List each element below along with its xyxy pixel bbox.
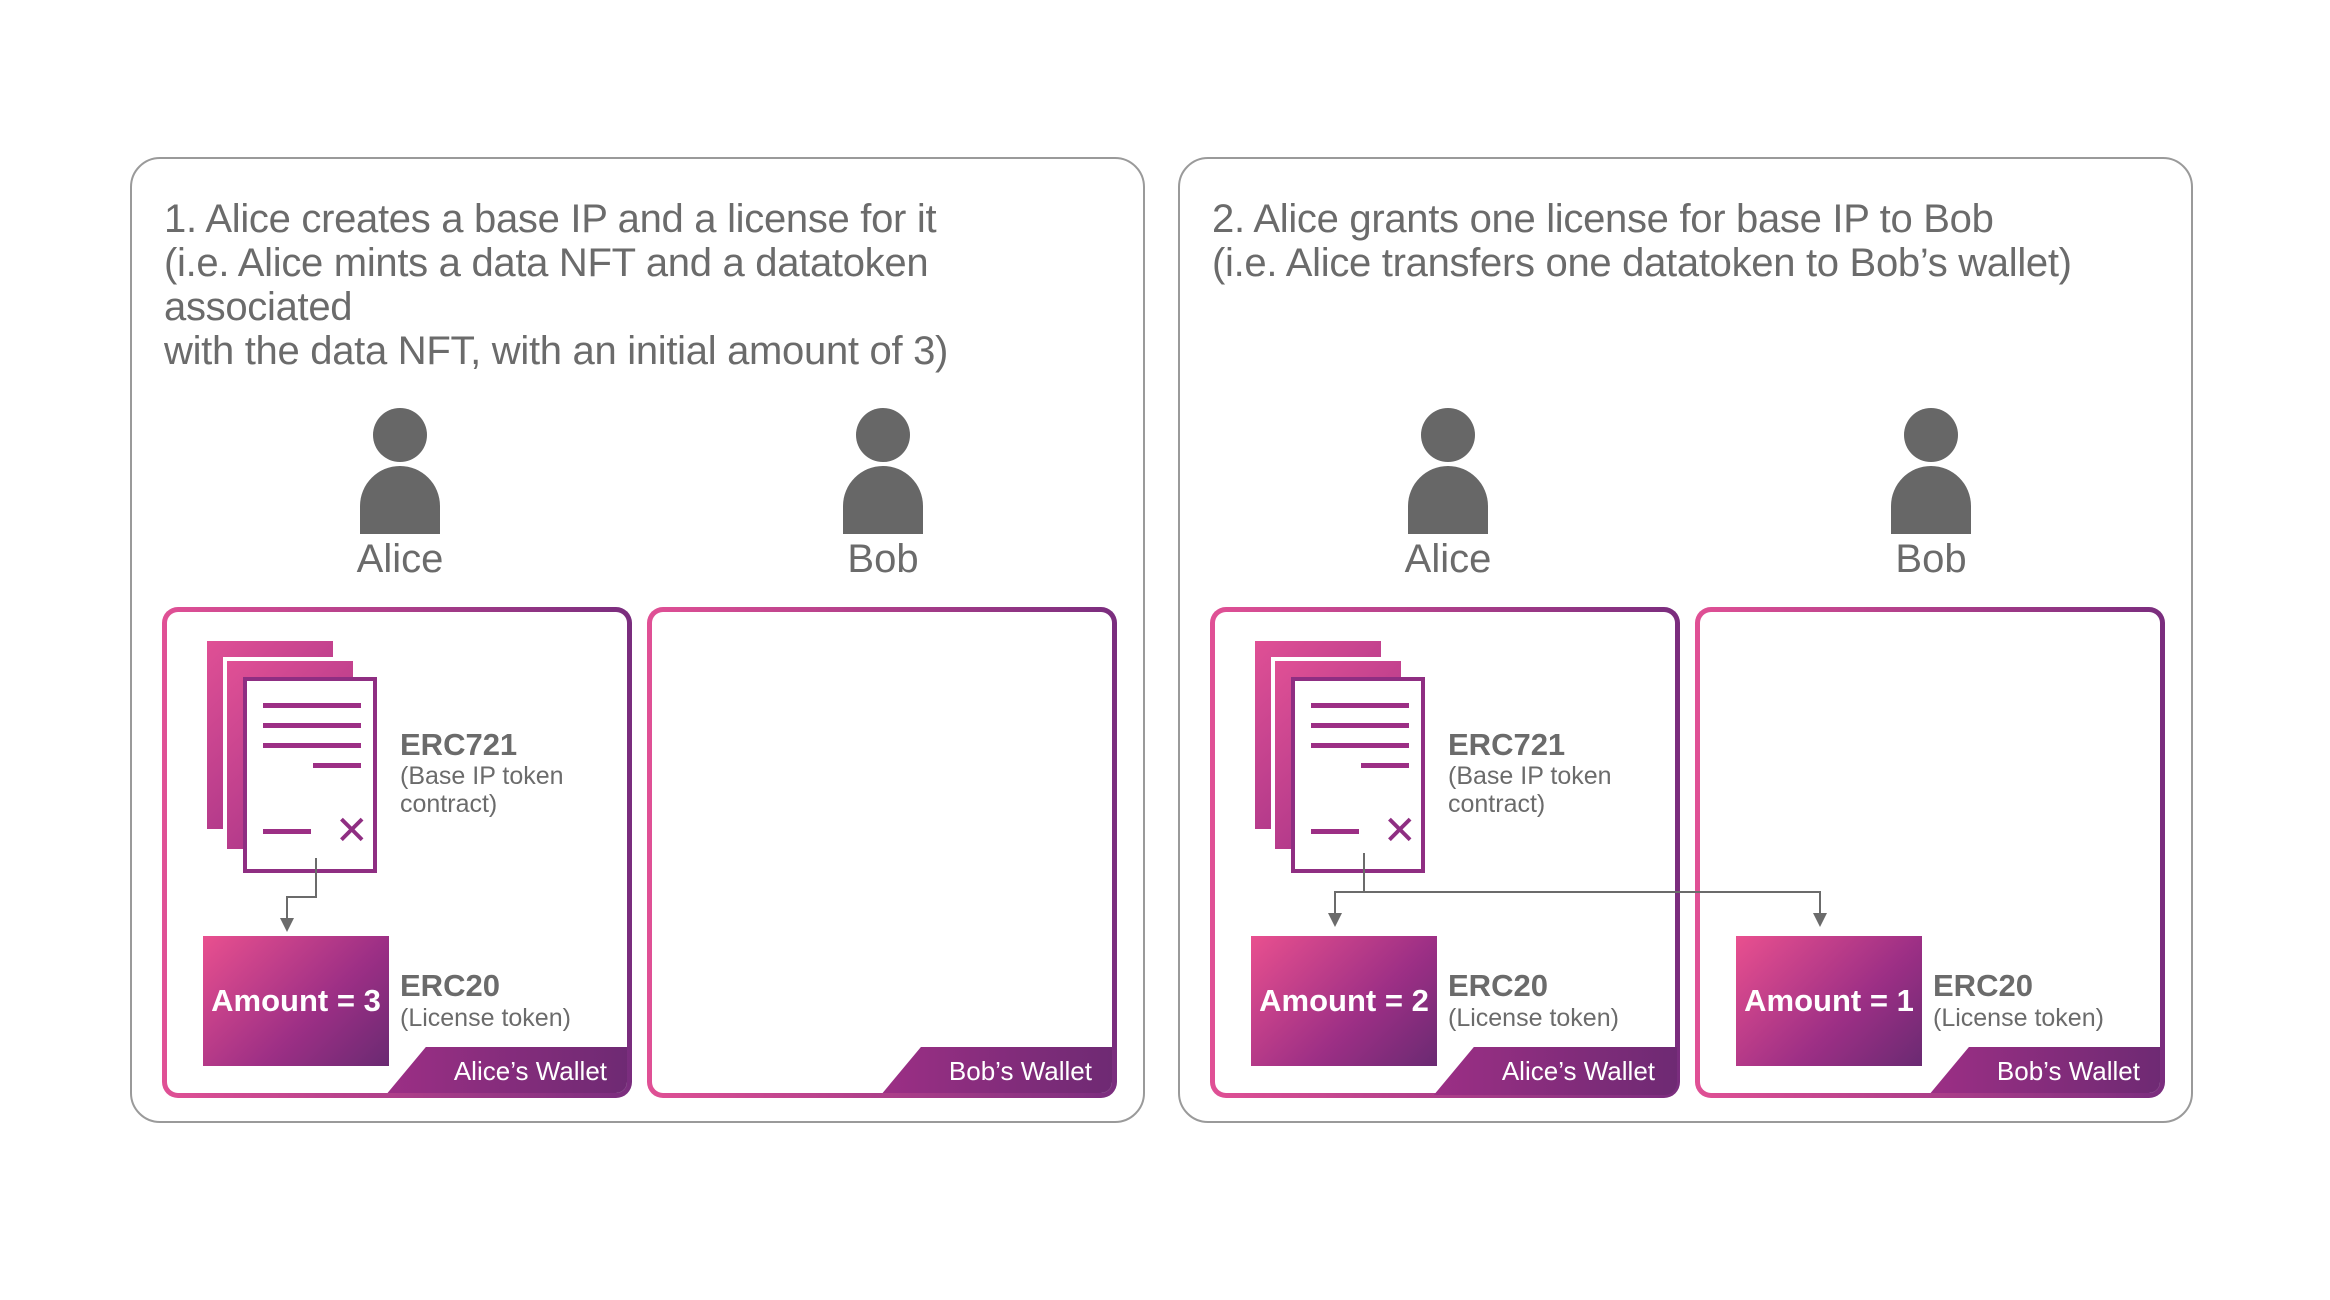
alice-name: Alice: [1404, 537, 1492, 581]
erc20-label: ERC20: [1933, 968, 2033, 1003]
erc20-description: (License token): [1933, 1004, 2104, 1032]
alice-avatar-icon: [360, 408, 440, 534]
connector-line: [1363, 853, 1365, 893]
panel-step-1: 1. Alice creates a base IP and a license…: [130, 157, 1145, 1123]
bob-avatar-icon: [1891, 408, 1971, 534]
bob-wallet-label: Bob’s Wallet: [1928, 1047, 2160, 1093]
step-2-title: 2. Alice grants one license for base IP …: [1212, 197, 2072, 285]
erc20-description: (License token): [400, 1004, 571, 1032]
bob-avatar-icon: [843, 408, 923, 534]
erc721-label: ERC721: [1448, 727, 1566, 762]
alice-avatar-icon: [1408, 408, 1488, 534]
step-1-title: 1. Alice creates a base IP and a license…: [164, 197, 949, 373]
erc20-label: ERC20: [1448, 968, 1548, 1003]
arrow-down-icon: [1328, 913, 1342, 927]
erc20-label: ERC20: [400, 968, 500, 1003]
bob-name: Bob: [1895, 537, 1967, 581]
bob-wallet: Amount = 1 ERC20 (License token) Bob’s W…: [1695, 607, 2165, 1098]
connector-line: [1819, 891, 1821, 913]
connector-line: [1334, 891, 1821, 893]
panel-step-2: 2. Alice grants one license for base IP …: [1178, 157, 2193, 1123]
connector-line: [315, 858, 317, 898]
connector-line: [286, 896, 317, 898]
alice-amount-box: Amount = 3: [203, 936, 389, 1066]
connector-line: [286, 896, 288, 918]
bob-name: Bob: [847, 537, 919, 581]
alice-amount-box: Amount = 2: [1251, 936, 1437, 1066]
erc721-description: (Base IP token contract): [400, 762, 564, 818]
arrow-down-icon: [280, 918, 294, 932]
alice-wallet-label: Alice’s Wallet: [1433, 1047, 1677, 1095]
connector-line: [1334, 891, 1336, 913]
arrow-down-icon: [1813, 913, 1827, 927]
bob-amount-box: Amount = 1: [1736, 936, 1922, 1066]
alice-wallet: ✕ ERC721 (Base IP token contract) Amount…: [162, 607, 632, 1098]
bob-wallet: Bob’s Wallet: [647, 607, 1117, 1098]
erc721-label: ERC721: [400, 727, 518, 762]
alice-name: Alice: [356, 537, 444, 581]
erc721-description: (Base IP token contract): [1448, 762, 1612, 818]
erc20-description: (License token): [1448, 1004, 1619, 1032]
alice-wallet: ✕ ERC721 (Base IP token contract) Amount…: [1210, 607, 1680, 1098]
alice-wallet-label: Alice’s Wallet: [385, 1047, 627, 1093]
bob-wallet-label: Bob’s Wallet: [880, 1047, 1112, 1093]
